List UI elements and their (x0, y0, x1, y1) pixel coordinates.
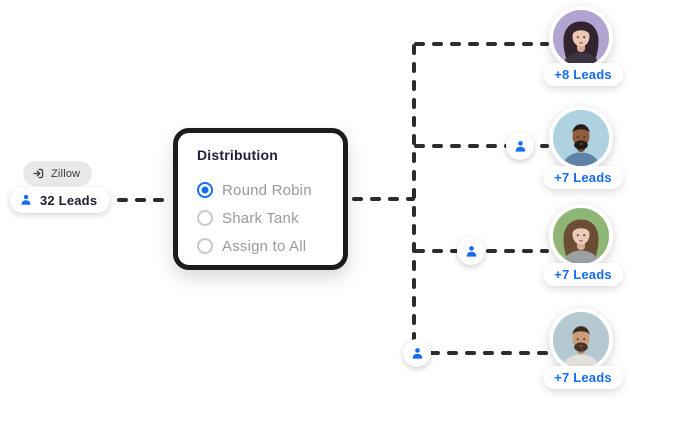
person-icon (466, 245, 476, 257)
radio-option-assign-to-all[interactable]: Assign to All (197, 232, 343, 260)
agent-avatar (549, 106, 613, 170)
person-icon (515, 140, 525, 152)
avatar-illustration (553, 208, 609, 264)
radio-shark-tank[interactable] (197, 210, 213, 226)
lead-count-source-badge: 32 Leads (10, 187, 111, 213)
assignment-person-node (403, 339, 431, 367)
radio-option-round-robin[interactable]: Round Robin (197, 176, 343, 204)
assignment-person-node (457, 237, 485, 265)
person-icon (412, 347, 422, 359)
person-icon (21, 194, 31, 205)
avatar-illustration (553, 10, 609, 66)
agent-avatar (549, 6, 613, 70)
assignment-person-node (506, 132, 534, 160)
sign-in-icon (33, 168, 44, 179)
avatar-illustration (553, 312, 609, 368)
radio-round-robin[interactable] (197, 182, 213, 198)
zillow-label: Zillow (51, 167, 81, 180)
agent-avatar (549, 308, 613, 372)
distribution-card-title: Distribution (197, 147, 278, 163)
radio-option-shark-tank[interactable]: Shark Tank (197, 204, 343, 232)
radio-assign-to-all[interactable] (197, 238, 213, 254)
lead-count-badge: +8 Leads (543, 63, 623, 86)
avatar-illustration (553, 110, 609, 166)
agent-avatar (549, 204, 613, 268)
distribution-card: Distribution Round Robin Shark Tank Assi… (173, 128, 348, 270)
lead-count-label: 32 Leads (40, 192, 98, 208)
lead-count-badge: +7 Leads (543, 366, 623, 389)
lead-count-badge: +7 Leads (543, 263, 623, 286)
zillow-source-badge: Zillow (23, 161, 93, 186)
lead-count-badge: +7 Leads (543, 166, 623, 189)
